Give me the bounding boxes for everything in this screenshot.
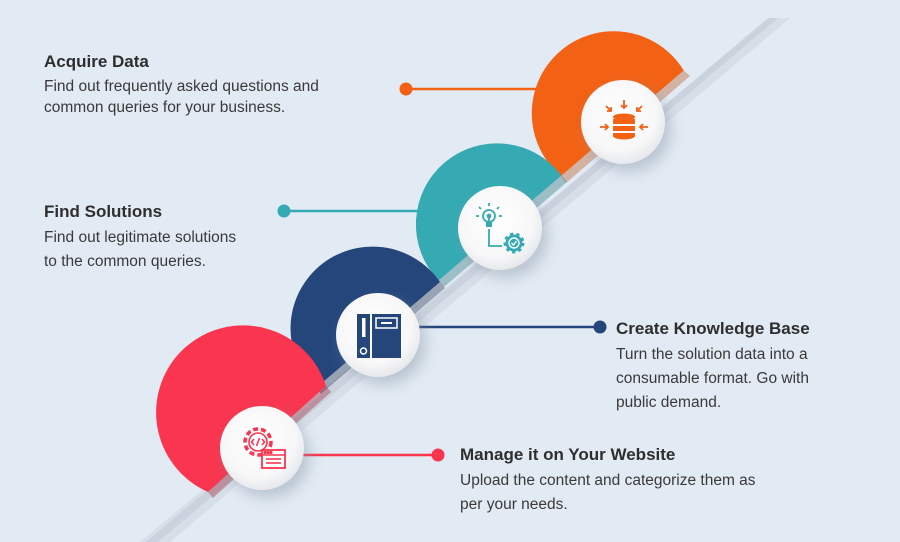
step-2-node [277,143,567,287]
connector-dot-2 [277,204,291,218]
code-gear-webpage-icon [243,427,286,469]
step-2-title: Find Solutions [44,202,163,221]
step-3-node [290,246,607,394]
step-3-desc-line-3: public demand. [616,394,722,411]
step-1-text: Acquire Data Find out frequently asked q… [44,52,319,118]
connector-dot-4 [431,448,445,462]
step-2-description: Find out legitimate solutions to the com… [44,226,236,274]
step-2-text: Find Solutions Find out legitimate solut… [44,202,236,274]
lightbulb-gear-icon [476,203,525,254]
step-4-node [156,325,445,498]
step-1-description: Find out frequently asked questions and … [44,76,319,118]
step-3-text: Create Knowledge Base Turn the solution … [616,319,810,415]
step-4-title: Manage it on Your Website [460,445,676,464]
step-4-desc-line-2: per your needs. [460,496,568,513]
connector-dot-3 [593,320,607,334]
icon-circle-2 [458,186,542,270]
step-1-desc-line-2: common queries for your business. [44,99,286,116]
step-1-node [399,31,690,183]
step-2-desc-line-1: Find out legitimate solutions [44,229,237,246]
step-1-desc-line-1: Find out frequently asked questions and [44,78,319,95]
step-2-desc-line-2: to the common queries. [44,253,206,270]
step-3-desc-line-1: Turn the solution data into a [616,346,808,363]
database-inflow-icon [600,100,648,140]
step-4-text: Manage it on Your Website Upload the con… [460,445,756,517]
step-3-title: Create Knowledge Base [616,319,810,338]
step-4-description: Upload the content and categorize them a… [460,469,756,517]
step-3-description: Turn the solution data into a consumable… [616,343,810,415]
step-1-title: Acquire Data [44,52,149,71]
step-3-desc-line-2: consumable format. Go with [616,370,809,387]
half-ring-red [156,325,326,492]
step-4-desc-line-1: Upload the content and categorize them a… [460,472,756,489]
binder-folder-icon [357,314,401,358]
connector-dot-1 [399,82,413,96]
